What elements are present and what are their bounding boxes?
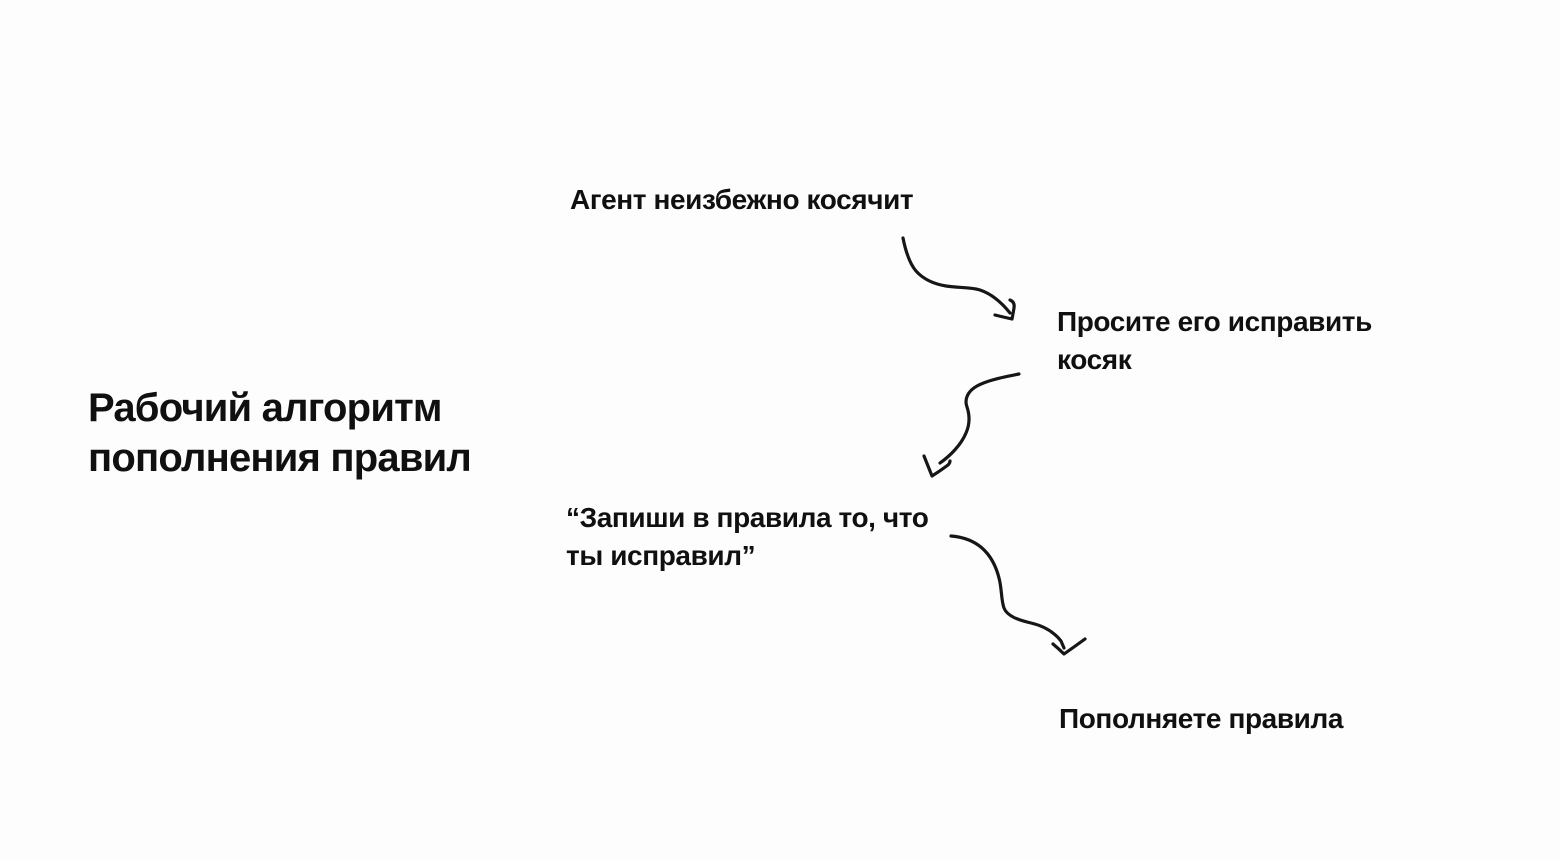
step-replenish-rules-label: Пополняете правила — [1059, 700, 1343, 738]
step-agent-messes-up-label: Агент неизбежно косячит — [570, 181, 914, 219]
step-label-line: “Запиши в правила то, что — [566, 502, 929, 533]
slide-title-line-2: пополнения правил — [88, 436, 472, 480]
slide-title-line-1: Рабочий алгоритм — [88, 386, 442, 430]
step-label-line: Агент неизбежно косячит — [570, 184, 914, 215]
step-label-line: Пополняете правила — [1059, 703, 1344, 734]
step-label-line: косяк — [1057, 344, 1132, 375]
step-write-to-rules-label: “Запиши в правила то, что ты исправил” — [566, 499, 929, 575]
step-label-line: ты исправил” — [566, 540, 756, 571]
arrow-step2-to-step3-icon — [922, 372, 1021, 478]
arrow-step1-to-step2-icon — [901, 236, 1016, 321]
step-label-line: Просите его исправить — [1057, 306, 1372, 337]
step-ask-to-fix-label: Просите его исправить косяк — [1057, 303, 1372, 379]
slide-title: Рабочий алгоритм пополнения правил — [88, 383, 472, 483]
arrow-step3-to-step4-icon — [949, 534, 1087, 656]
